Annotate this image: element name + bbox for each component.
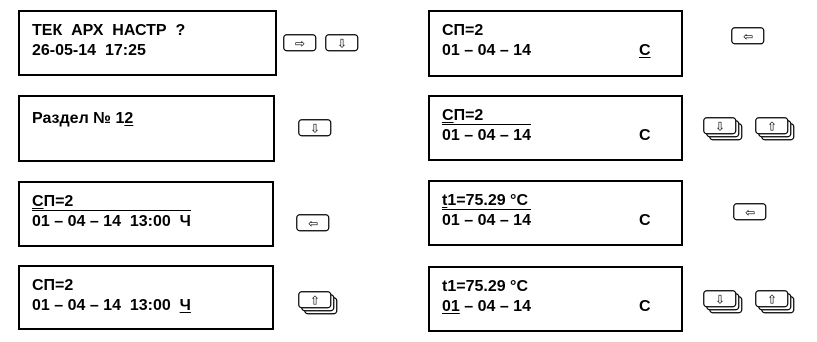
sp-cursor-char: С: [32, 193, 44, 210]
down-arrow-key[interactable]: ⇩: [298, 119, 334, 138]
datetime-line: 26-05-14 17:25: [32, 42, 146, 59]
display-panel-sp-cursor-day: СП=2 01 – 04 – 14 С: [428, 95, 683, 161]
display-panel-date-cursor: t1=75.29 °C 01 – 04 – 14 С: [428, 266, 683, 332]
svg-text:⇩: ⇩: [337, 37, 347, 51]
display-panel-section: Раздел № 12: [18, 95, 275, 162]
display-panel-menu: ТЕК АРХ НАСТР ? 26-05-14 17:25: [18, 10, 277, 76]
arrow-right-key-icon: ⇨: [283, 34, 317, 52]
display-panel-sp-mode-cursor: СП=2 01 – 04 – 14 С: [428, 10, 683, 77]
right-arrow-key[interactable]: ⇨: [283, 34, 319, 53]
svg-text:⇦: ⇦: [743, 30, 753, 44]
svg-text:⇦: ⇦: [308, 217, 318, 231]
date-rest: – 04 – 14: [459, 298, 531, 315]
date-time-text: 01 – 04 – 14 13:00 Ч: [32, 210, 191, 230]
sp-line: СП=2: [442, 107, 483, 125]
mode-char: С: [639, 212, 651, 229]
svg-text:⇧: ⇧: [767, 120, 777, 134]
down-arrow-hold-key[interactable]: ⇩: [703, 290, 745, 315]
date-text: 01 – 04 – 14: [442, 124, 531, 144]
arrow-down-hold-key-icon: ⇩: [703, 290, 743, 314]
arrow-left-key-icon: ⇦: [296, 214, 330, 232]
svg-text:⇦: ⇦: [745, 206, 755, 220]
section-line: Раздел № 12: [32, 110, 133, 128]
sp-line: СП=2: [32, 277, 74, 294]
sp-line: СП=2: [442, 22, 484, 39]
mode-char: С: [639, 298, 651, 315]
svg-text:⇩: ⇩: [310, 122, 320, 136]
arrow-up-hold-key-icon: ⇧: [755, 290, 795, 314]
up-arrow-hold-key[interactable]: ⇧: [298, 291, 340, 316]
mode-cursor-char: Ч: [179, 297, 191, 314]
left-arrow-key[interactable]: ⇦: [296, 214, 332, 233]
section-label: Раздел № 1: [32, 110, 125, 127]
sp-line: СП=2: [32, 193, 73, 211]
up-arrow-hold-key[interactable]: ⇧: [755, 117, 797, 142]
left-arrow-key[interactable]: ⇦: [733, 203, 769, 222]
day-cursor-digits: 01: [442, 298, 460, 315]
t1-line: t1=75.29 °C: [442, 192, 528, 210]
left-arrow-key[interactable]: ⇦: [731, 27, 767, 46]
date-time-line: 01 – 04 – 14 13:00 Ч: [32, 210, 191, 231]
svg-text:⇩: ⇩: [715, 293, 725, 307]
arrow-up-hold-key-icon: ⇧: [298, 291, 338, 315]
svg-text:⇧: ⇧: [310, 294, 320, 308]
date-time-text: 01 – 04 – 14 13:00: [32, 297, 180, 314]
t1-line: t1=75.29 °C: [442, 278, 529, 295]
arrow-down-key-icon: ⇩: [325, 34, 359, 52]
date-time-line: 01 – 04 – 14 13:00 Ч: [32, 297, 191, 315]
sp-cursor-char: С: [442, 107, 454, 124]
menu-line: ТЕК АРХ НАСТР ?: [32, 22, 186, 39]
arrow-up-hold-key-icon: ⇧: [755, 117, 795, 141]
down-arrow-hold-key[interactable]: ⇩: [703, 117, 745, 142]
display-panel-mode-cursor: СП=2 01 – 04 – 14 13:00 Ч: [18, 265, 274, 330]
display-panel-sp-cursor: СП=2 01 – 04 – 14 13:00 Ч: [18, 181, 274, 247]
sp-value: П=2: [453, 107, 484, 124]
date-line: 01 – 04 – 14: [442, 298, 531, 316]
section-cursor-digit: 2: [124, 110, 134, 127]
up-arrow-hold-key[interactable]: ⇧: [755, 290, 797, 315]
t1-cursor-char: t: [442, 192, 448, 209]
display-panel-t1-cursor: t1=75.29 °C 01 – 04 – 14 С: [428, 180, 683, 246]
down-arrow-key[interactable]: ⇩: [325, 34, 361, 53]
arrow-left-key-icon: ⇦: [733, 203, 767, 221]
svg-text:⇩: ⇩: [715, 120, 725, 134]
date-line: 01 – 04 – 14: [442, 209, 531, 230]
svg-text:⇧: ⇧: [767, 293, 777, 307]
arrow-down-key-icon: ⇩: [298, 119, 332, 137]
arrow-left-key-icon: ⇦: [731, 27, 765, 45]
arrow-down-hold-key-icon: ⇩: [703, 117, 743, 141]
date-line: 01 – 04 – 14: [442, 124, 531, 145]
mode-char: С: [639, 127, 651, 144]
mode-cursor-char: С: [639, 42, 651, 59]
t1-value: 1=75.29 °C: [447, 192, 529, 209]
date-text: 01 – 04 – 14: [442, 209, 531, 229]
svg-text:⇨: ⇨: [295, 37, 305, 51]
sp-value: П=2: [43, 193, 74, 210]
date-line: 01 – 04 – 14: [442, 42, 531, 59]
